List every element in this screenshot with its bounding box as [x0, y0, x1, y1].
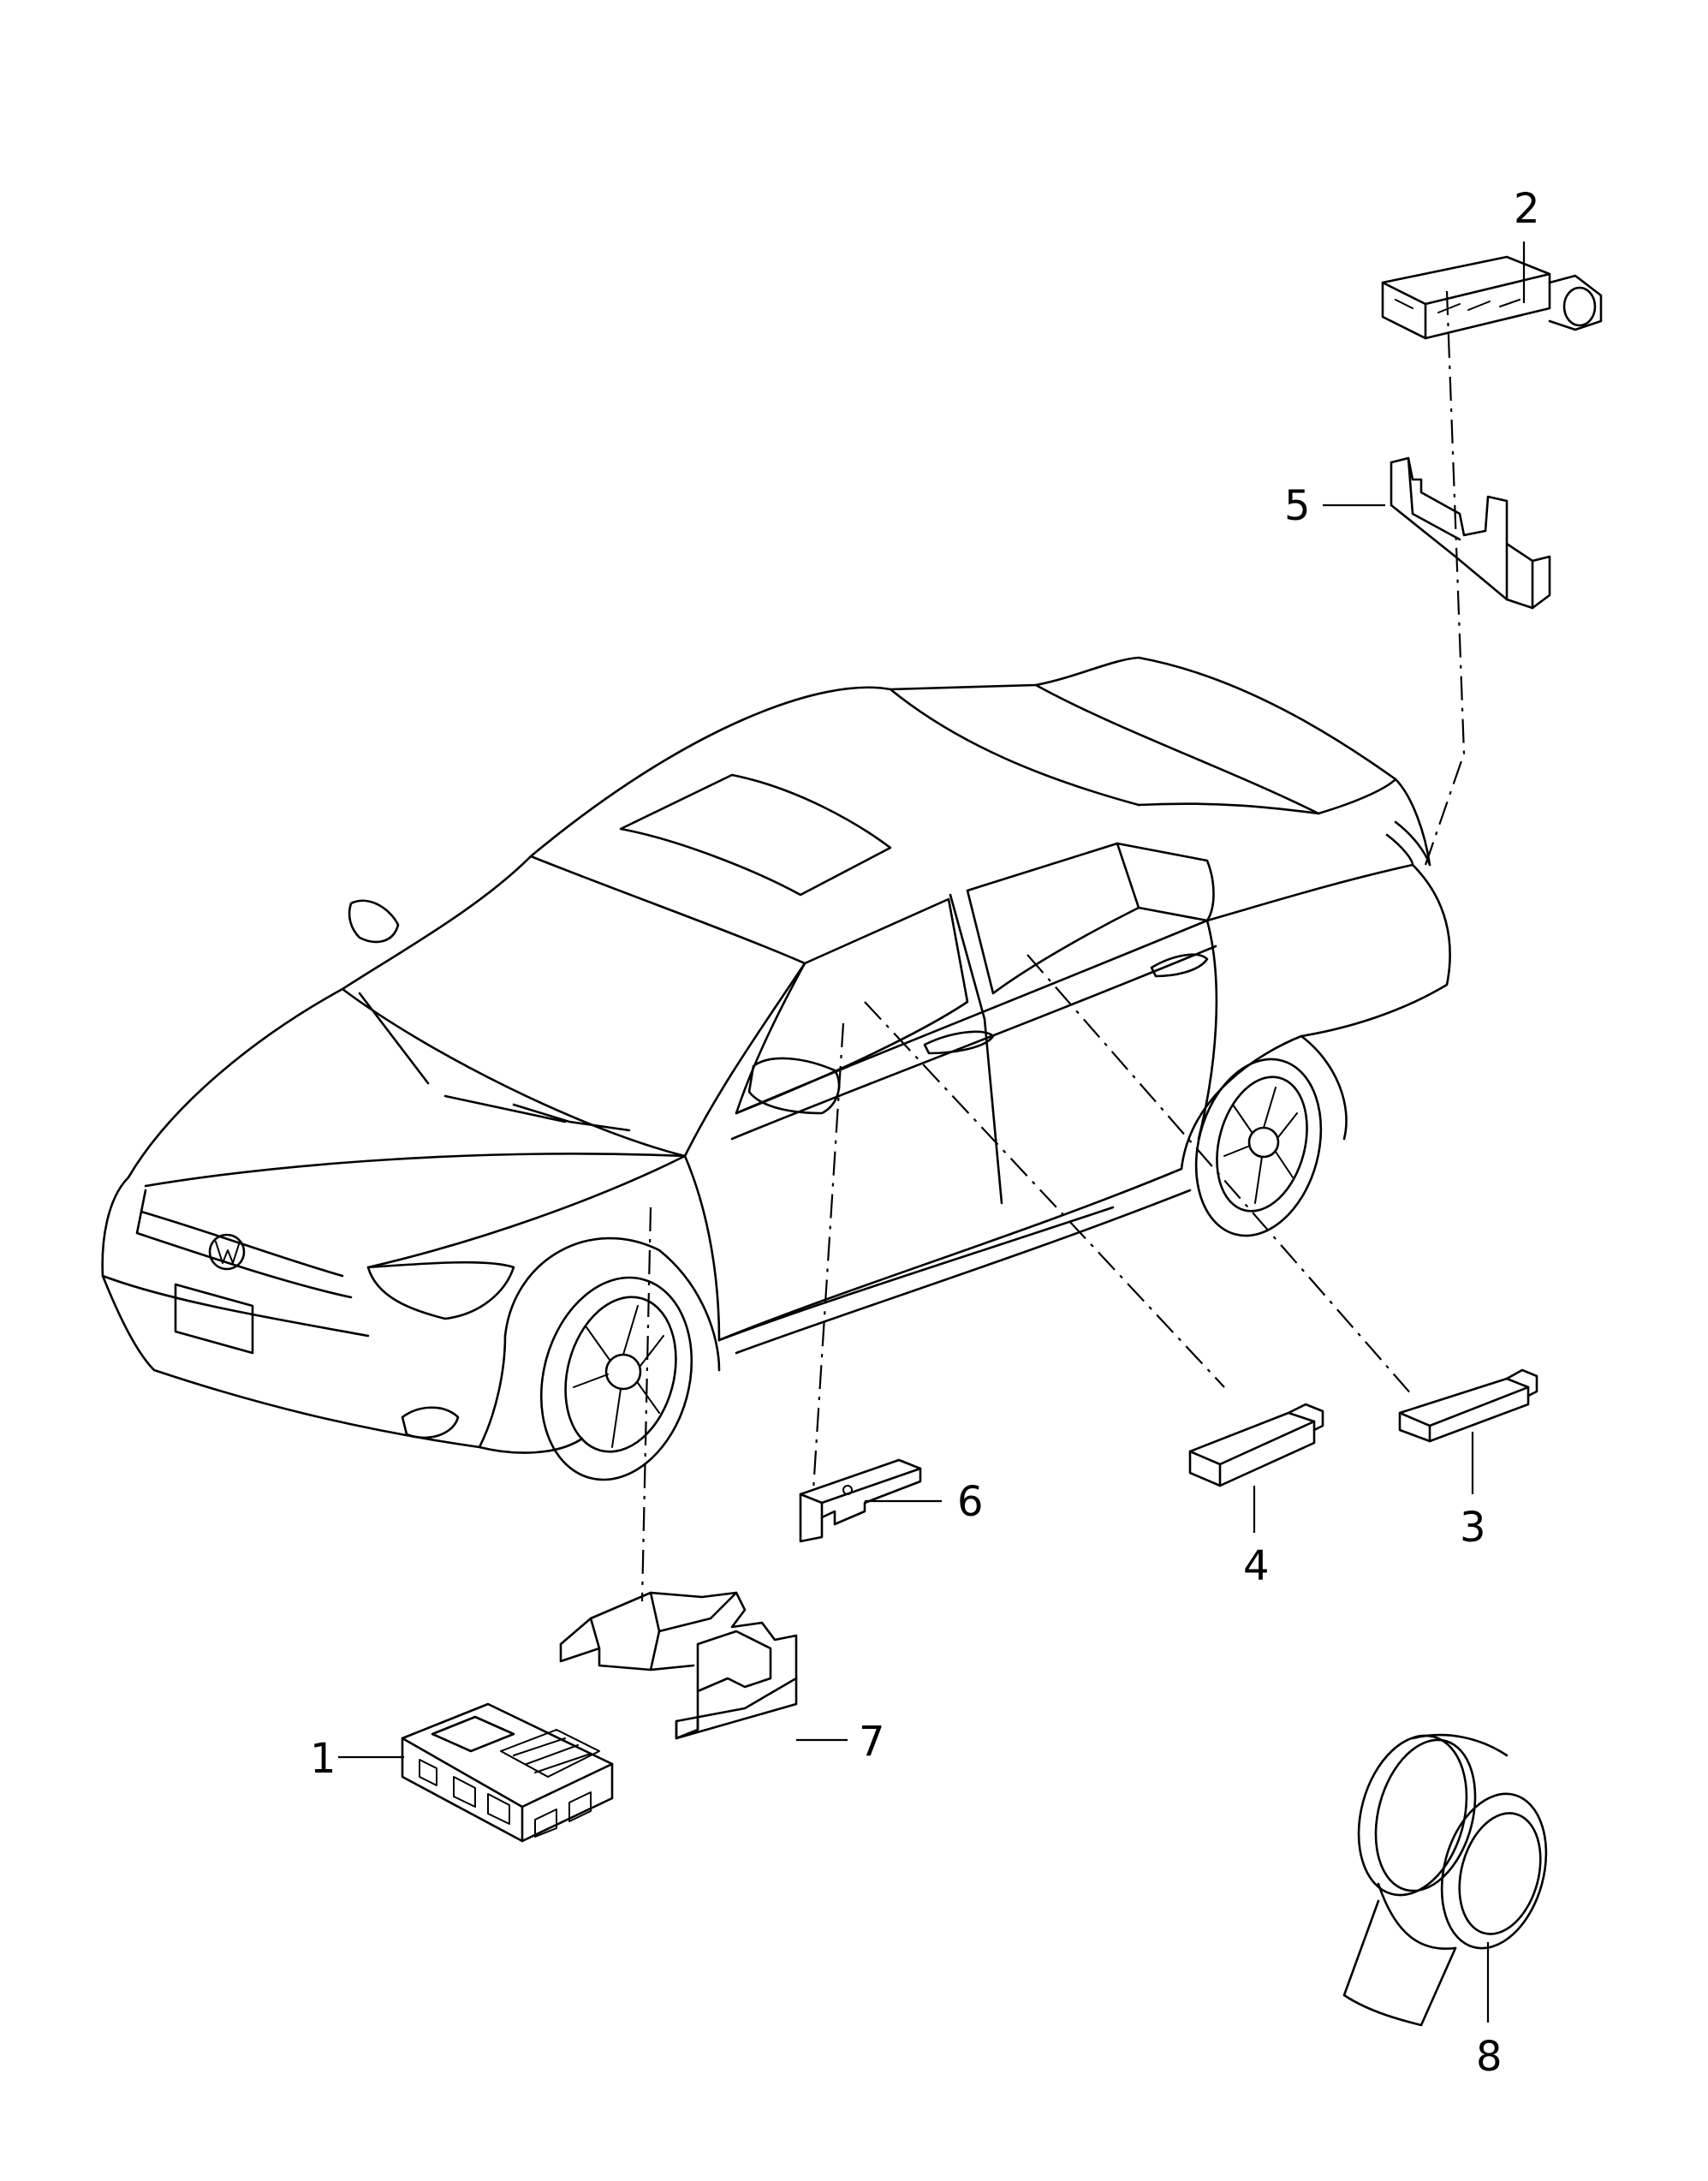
- callout-3: 3: [1460, 1504, 1486, 1552]
- part-6-small-bracket[interactable]: [799, 1458, 922, 1543]
- part-7-bracket[interactable]: [559, 1591, 798, 1740]
- part-5-holder[interactable]: [1390, 456, 1551, 610]
- part-2-antenna-module[interactable]: [1381, 255, 1603, 340]
- car-illustration: [101, 656, 1451, 1481]
- part-4-antenna[interactable]: [1188, 1403, 1324, 1487]
- part-3-antenna[interactable]: [1398, 1368, 1538, 1443]
- callout-1: 1: [310, 1735, 336, 1783]
- location-lines: [640, 290, 1466, 1602]
- callout-4: 4: [1243, 1542, 1270, 1590]
- leader-lines: [338, 241, 1526, 2023]
- callout-2: 2: [1514, 185, 1540, 233]
- callout-7: 7: [859, 1718, 885, 1766]
- part-1-control-unit[interactable]: [401, 1702, 614, 1843]
- part-8-tape-roll[interactable]: [1342, 1724, 1562, 2027]
- callout-labels: 1 2 3 4 5 6 7 8: [310, 185, 1540, 2081]
- callout-6: 6: [957, 1478, 984, 1526]
- callout-5: 5: [1284, 482, 1311, 530]
- callout-8: 8: [1476, 2033, 1503, 2081]
